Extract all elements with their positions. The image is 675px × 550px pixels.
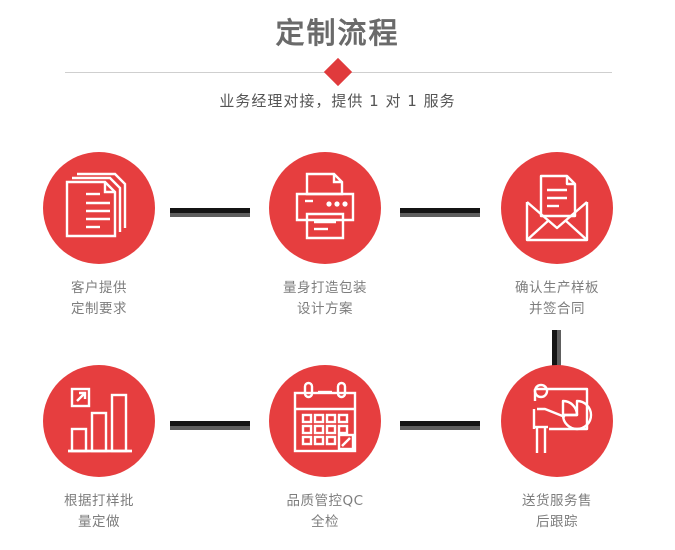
- step-2-icon-circle[interactable]: [269, 152, 381, 264]
- step-5-label-line1: 品质管控QC: [286, 493, 364, 509]
- arrow-3-to-4: [552, 330, 561, 372]
- header-section: 定制流程 业务经理对接，提供 1 对 1 服务: [0, 0, 675, 130]
- arrow-top-bar: [400, 421, 480, 426]
- flow-step-1[interactable]: 客户提供 定制要求: [14, 152, 184, 320]
- arrow-4-to-5: [170, 421, 250, 430]
- step-6-label-line2: 后跟踪: [536, 514, 578, 530]
- step-6-label: 送货服务售 后跟踪: [472, 491, 642, 533]
- step-2-label: 量身打造包装 设计方案: [240, 278, 410, 320]
- arrow-top-bar: [170, 421, 250, 426]
- flow-step-2[interactable]: 量身打造包装 设计方案: [240, 152, 410, 320]
- step-4-label-line2: 量定做: [78, 514, 120, 530]
- step-1-label: 客户提供 定制要求: [14, 278, 184, 320]
- bar-chart-growth-icon: [68, 387, 132, 453]
- diamond-marker-icon: [323, 57, 353, 87]
- arrow-left-bar: [552, 330, 557, 372]
- flow-step-5[interactable]: 品质管控QC 全检: [240, 365, 410, 533]
- arrow-2-to-3: [400, 208, 480, 217]
- arrow-bottom-bar: [170, 213, 250, 217]
- header-subtitle: 业务经理对接，提供 1 对 1 服务: [219, 92, 456, 110]
- step-6-icon-circle[interactable]: [501, 365, 613, 477]
- step-3-label: 确认生产样板 并签合同: [472, 278, 642, 320]
- arrow-bottom-bar: [170, 426, 250, 430]
- arrow-1-to-2: [170, 208, 250, 217]
- step-1-label-line1: 客户提供: [71, 280, 127, 296]
- step-4-icon-circle[interactable]: [43, 365, 155, 477]
- flow-step-3[interactable]: 确认生产样板 并签合同: [472, 152, 642, 320]
- step-4-label-line1: 根据打样批: [64, 493, 134, 509]
- calendar-check-icon: [293, 381, 357, 453]
- presenter-piechart-icon: [532, 383, 593, 453]
- page-title: 定制流程: [275, 16, 400, 50]
- flow-step-6[interactable]: 送货服务售 后跟踪: [472, 365, 642, 533]
- arrow-top-bar: [170, 208, 250, 213]
- envelope-document-icon: [525, 174, 589, 242]
- arrow-top-bar: [400, 208, 480, 213]
- documents-stack-icon: [65, 172, 127, 238]
- step-1-label-line2: 定制要求: [71, 301, 127, 317]
- printer-icon: [295, 172, 355, 240]
- step-2-label-line1: 量身打造包装: [283, 280, 367, 296]
- step-6-label-line1: 送货服务售: [522, 493, 592, 509]
- arrow-5-to-6: [400, 421, 480, 430]
- step-1-icon-circle[interactable]: [43, 152, 155, 264]
- arrow-bottom-bar: [400, 426, 480, 430]
- flow-step-4[interactable]: 根据打样批 量定做: [14, 365, 184, 533]
- step-2-label-line2: 设计方案: [297, 301, 353, 317]
- arrow-bottom-bar: [400, 213, 480, 217]
- step-5-label-line2: 全检: [311, 514, 339, 530]
- arrow-right-bar: [557, 330, 561, 372]
- step-3-icon-circle[interactable]: [501, 152, 613, 264]
- step-3-label-line1: 确认生产样板: [515, 280, 599, 296]
- step-5-label: 品质管控QC 全检: [240, 491, 410, 533]
- process-flow: 客户提供 定制要求: [0, 140, 675, 550]
- step-4-label: 根据打样批 量定做: [14, 491, 184, 533]
- step-3-label-line2: 并签合同: [529, 301, 585, 317]
- step-5-icon-circle[interactable]: [269, 365, 381, 477]
